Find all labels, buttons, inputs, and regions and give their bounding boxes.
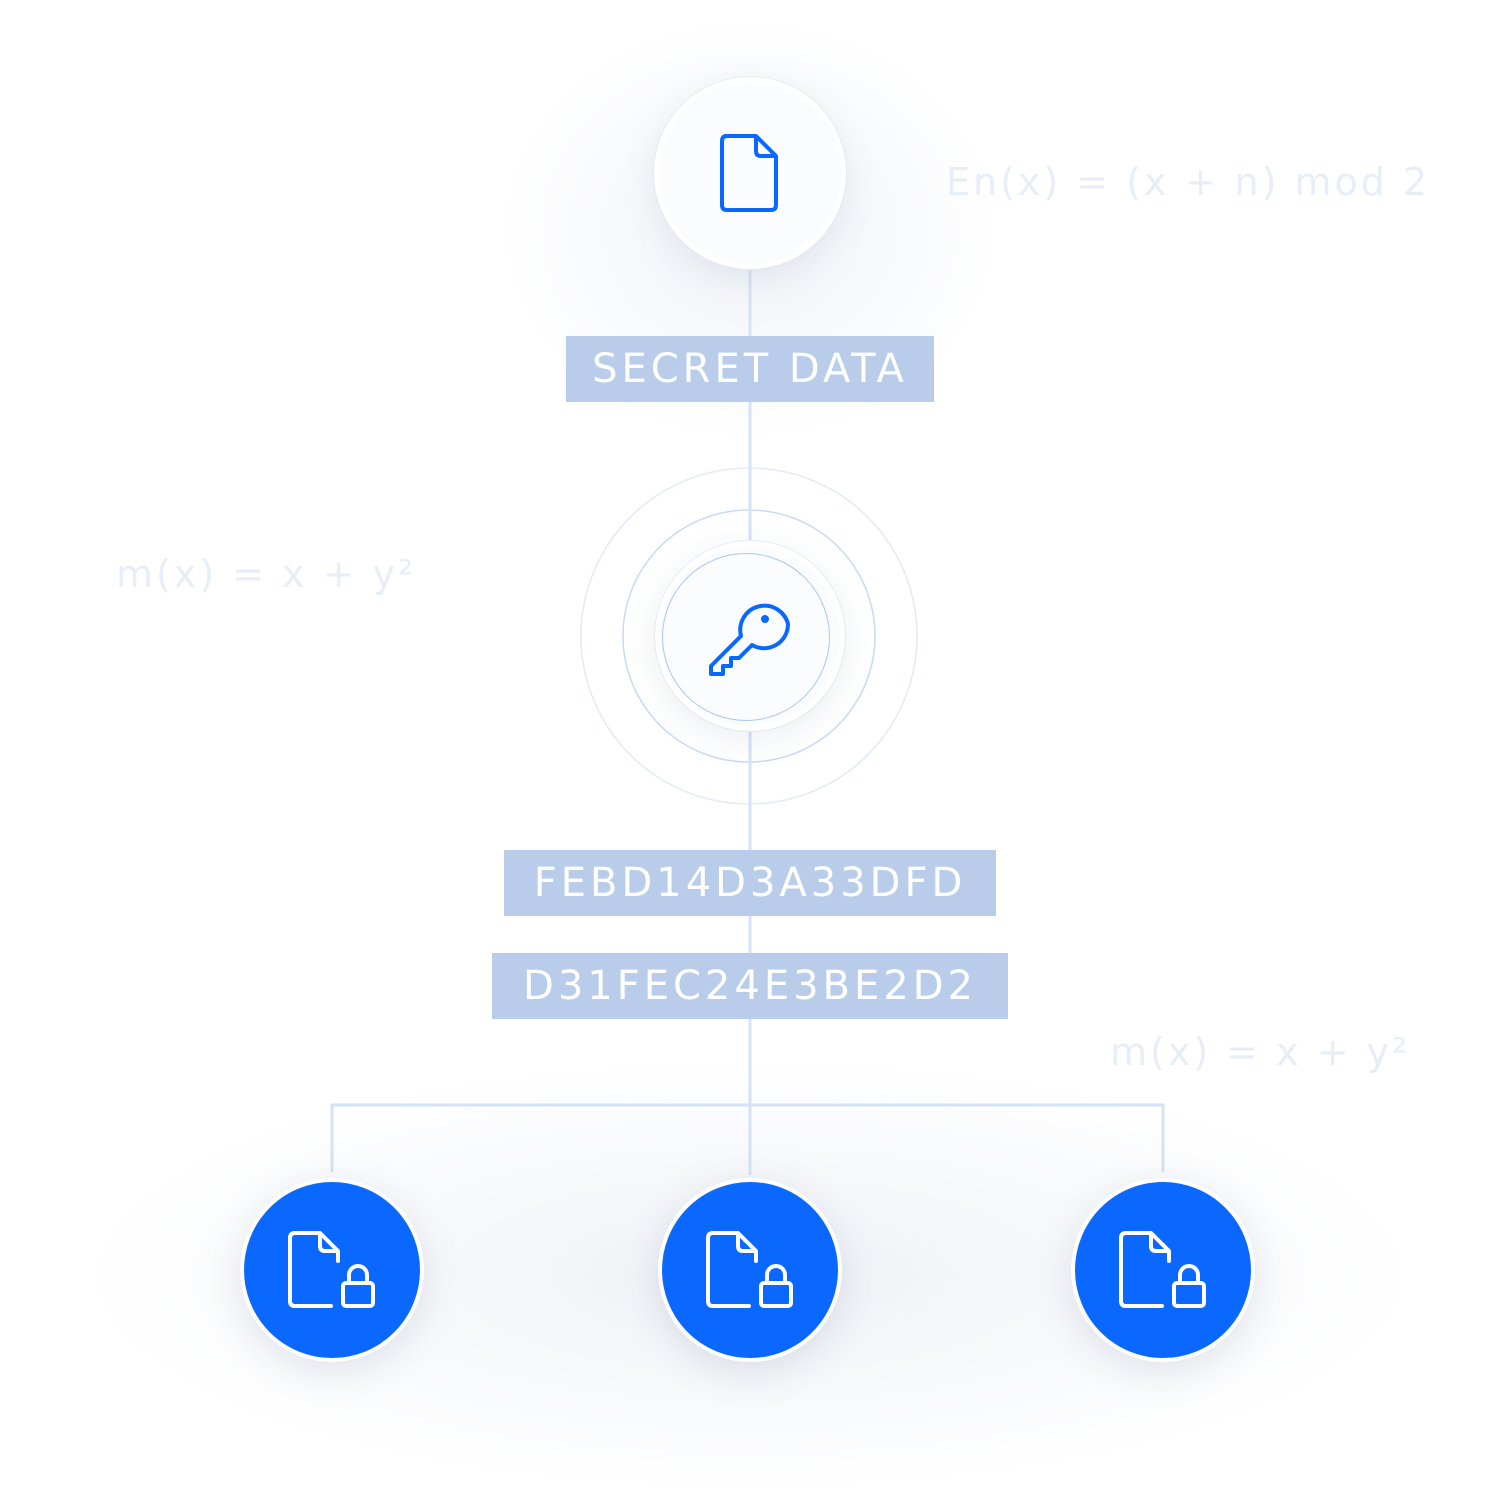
formula-middle-left: m(x) = x + y²: [116, 552, 417, 596]
cipher-label-line-1: FEBD14D3A33DFD: [504, 850, 996, 916]
document-icon: [719, 133, 781, 213]
secret-data-label: SECRET DATA: [566, 336, 934, 402]
encrypted-document-node-right: [1071, 1178, 1255, 1362]
formula-top-right: En(x) = (x + n) mod 2: [946, 160, 1431, 204]
formula-bottom-right: m(x) = x + y²: [1110, 1030, 1411, 1074]
key-node: [655, 541, 845, 731]
encrypted-document-node-center: [658, 1178, 842, 1362]
source-document-node: [654, 77, 846, 269]
cipher-label-line-2: D31FEC24E3BE2D2: [492, 953, 1008, 1019]
locked-document-icon: [287, 1230, 377, 1310]
encrypted-document-node-left: [240, 1178, 424, 1362]
locked-document-icon: [1118, 1230, 1208, 1310]
connector-branch: [330, 1103, 1165, 1172]
locked-document-icon: [705, 1230, 795, 1310]
key-icon: [708, 596, 792, 676]
